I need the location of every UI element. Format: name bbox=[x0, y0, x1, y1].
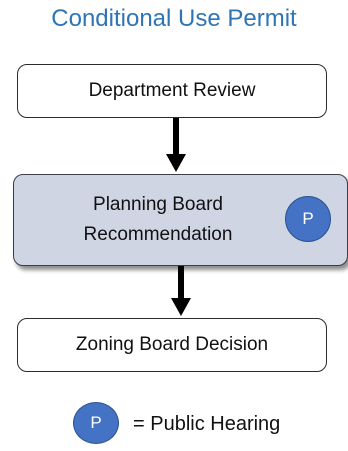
step-label-line1: Planning Board bbox=[93, 194, 223, 215]
arrow-down-1 bbox=[166, 118, 186, 172]
step-label: Planning Board Recommendation bbox=[48, 190, 268, 250]
public-hearing-badge: P bbox=[285, 196, 331, 242]
step-label: Department Review bbox=[88, 80, 256, 101]
step-department-review: Department Review bbox=[17, 64, 327, 118]
legend-text: = Public Hearing bbox=[133, 413, 281, 435]
step-label: Zoning Board Decision bbox=[75, 334, 269, 355]
legend-badge: P bbox=[73, 402, 119, 444]
diagram-title: Conditional Use Permit bbox=[51, 5, 297, 32]
step-zoning-board-decision: Zoning Board Decision bbox=[17, 318, 327, 372]
arrow-down-2 bbox=[171, 266, 191, 316]
step-label-line2: Recommendation bbox=[83, 224, 233, 245]
